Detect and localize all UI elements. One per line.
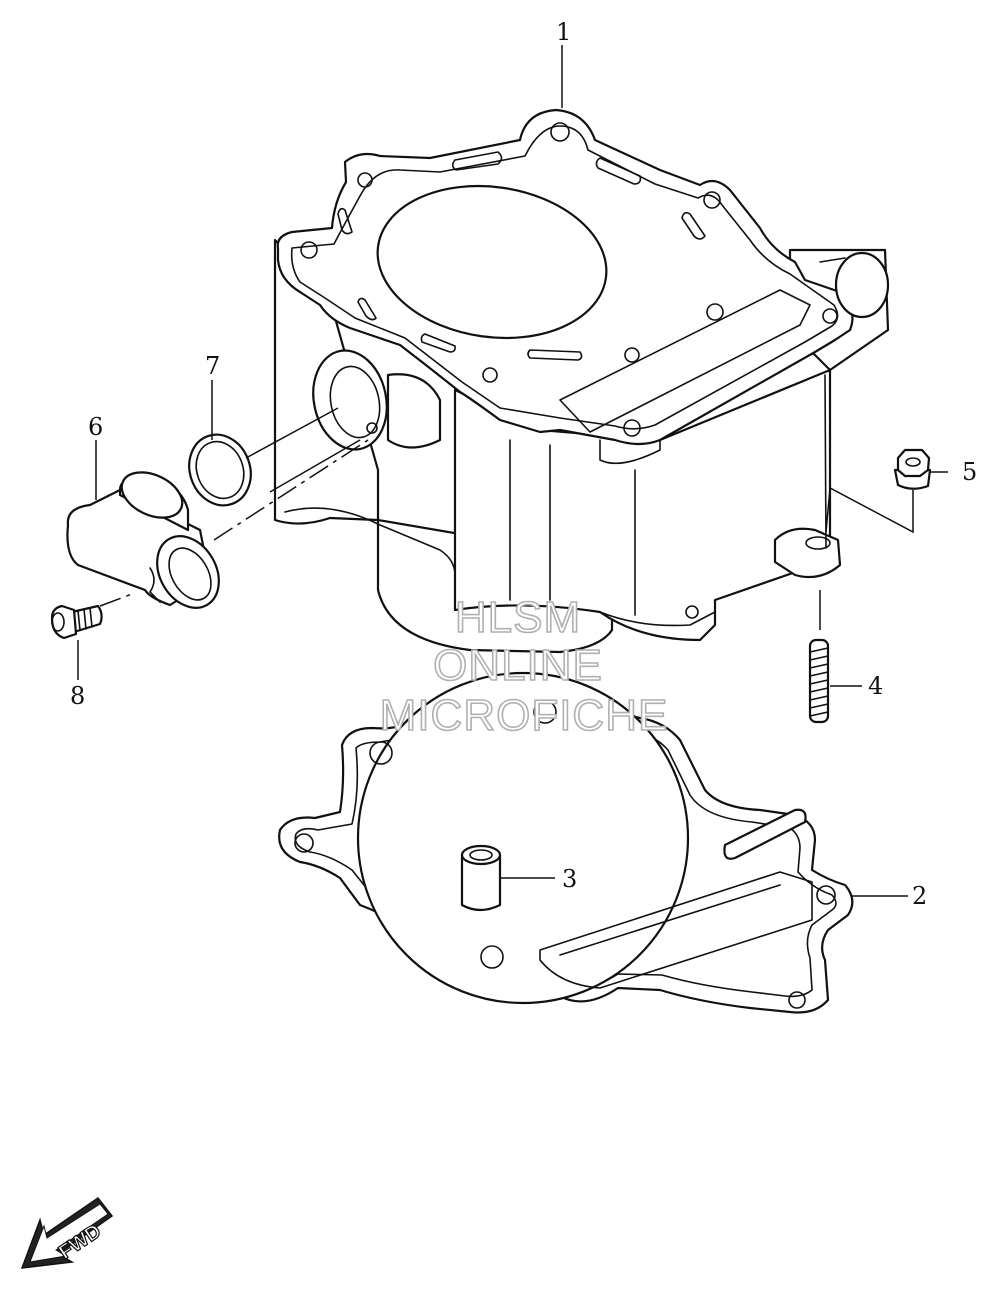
watermark-line-1: HLSM [455,593,581,642]
fwd-arrow-icon: FWD [20,1196,114,1269]
callout-5: 5 [962,458,977,486]
callout-1: 1 [556,18,571,46]
base-gasket-part [278,671,854,1014]
water-inlet-pipe-part [66,471,220,609]
bolt-part [50,604,103,640]
callout-2: 2 [912,882,927,910]
watermark-line-3: MICROFICHE [380,691,669,740]
dowel-pin-part [460,844,502,912]
callout-6: 6 [88,413,103,441]
callout-7: 7 [205,352,220,380]
callout-3: 3 [562,865,577,893]
flange-nut-part [893,448,932,490]
watermark: HLSM ONLINE MICROFICHE [379,592,669,741]
callout-4: 4 [868,672,883,700]
callout-8: 8 [70,682,85,710]
leader-lines [77,45,948,897]
o-ring-part [188,433,252,507]
cylinder-part [273,108,890,654]
stud-bolt-part [808,638,830,724]
watermark-line-2: ONLINE [433,641,603,690]
